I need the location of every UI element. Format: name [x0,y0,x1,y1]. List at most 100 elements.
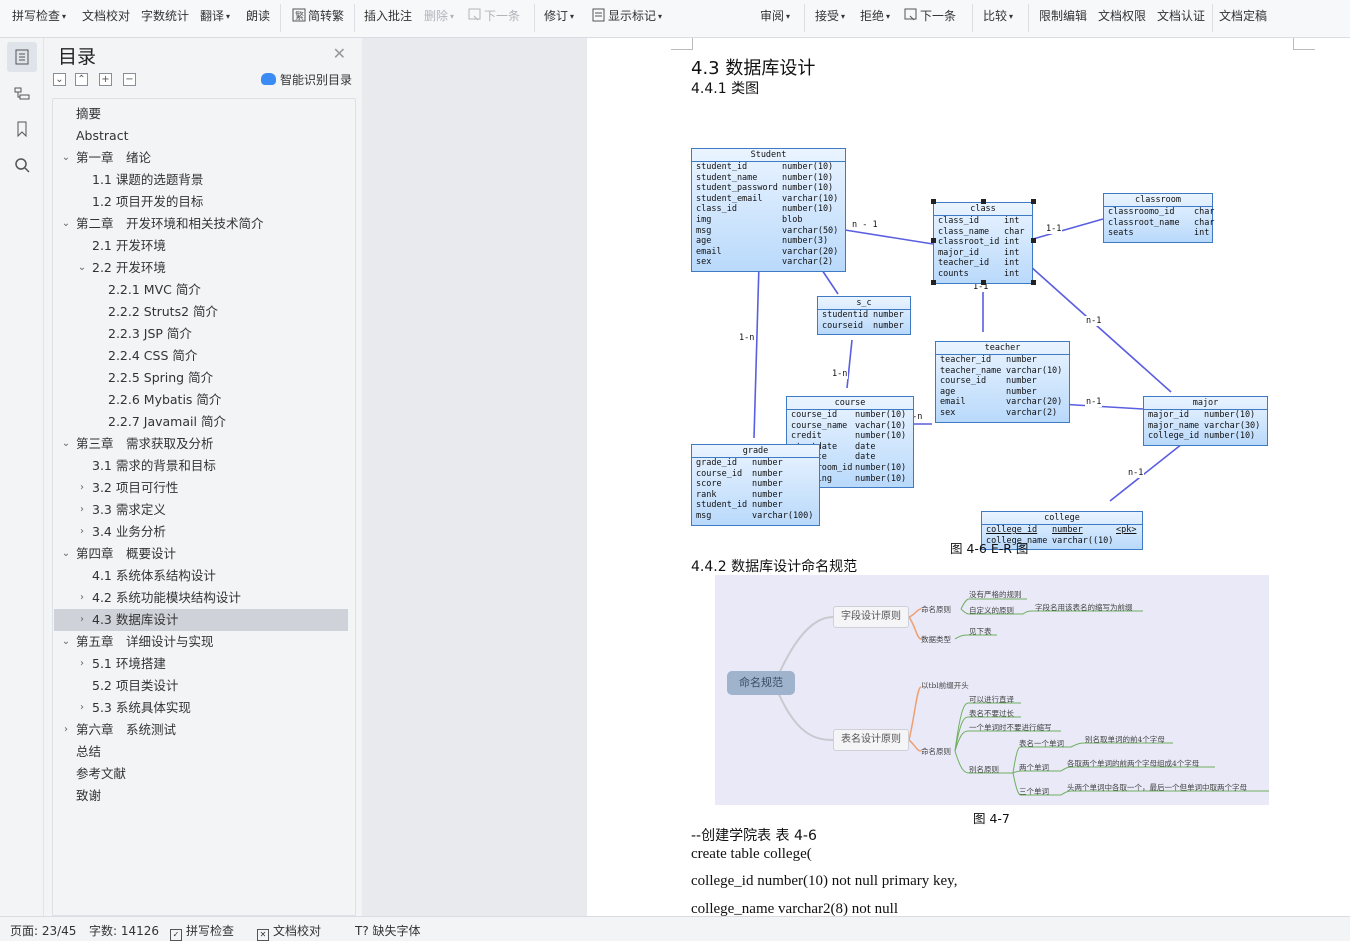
toc-item[interactable]: 2.2.5 Spring 简介 [54,367,348,389]
chevron-down-icon[interactable]: ⌄ [61,152,71,163]
selection-handle[interactable] [981,280,986,285]
reject-button[interactable]: 拒绝 [860,6,890,26]
chevron-down-icon[interactable]: ⌄ [61,438,71,449]
toc-item[interactable]: ›4.3 数据库设计 [54,609,348,631]
toc-item[interactable]: ›3.2 项目可行性 [54,477,348,499]
word-count[interactable]: 字数: 14126 [89,924,160,938]
toc-item[interactable]: ›4.2 系统功能模块结构设计 [54,587,348,609]
compare-button[interactable]: 比较 [983,6,1013,26]
collapse-all-icon[interactable]: ⌄ [53,73,66,86]
toc-panel-icon[interactable] [7,42,37,72]
toc-item[interactable]: 2.2.4 CSS 简介 [54,345,348,367]
toc-item[interactable]: ›第六章 系统测试 [54,719,348,741]
chevron-down-icon[interactable]: ⌄ [61,548,71,559]
review-button[interactable]: 审阅 [760,6,790,26]
toc-item[interactable]: 3.1 需求的背景和目标 [54,455,348,477]
toc-item[interactable]: 2.2.6 Mybatis 简介 [54,389,348,411]
selection-handle[interactable] [931,280,936,285]
chevron-down-icon[interactable]: ⌄ [61,636,71,647]
translate-button[interactable]: 翻译 [200,6,230,26]
field-type: number [1006,386,1037,397]
page-indicator[interactable]: 页面: 23/45 [10,924,77,938]
toc-item[interactable]: ⌄2.2 开发环境 [54,257,348,279]
figure-caption: 图 4-6 E-R 图 [950,541,1029,556]
toc-item[interactable]: ›3.3 需求定义 [54,499,348,521]
chevron-down-icon[interactable]: ⌄ [77,262,87,273]
doc-certify-button[interactable]: 文档认证 [1157,9,1206,23]
chevron-right-icon[interactable]: › [80,592,84,603]
toc-item[interactable]: 2.2.1 MVC 简介 [54,279,348,301]
toc-item[interactable]: Abstract [54,125,348,147]
toc-item[interactable]: ›3.4 业务分析 [54,521,348,543]
toc-item[interactable]: ›5.3 系统具体实现 [54,697,348,719]
toc-item[interactable]: 1.1 课题的选题背景 [54,169,348,191]
accept-button[interactable]: 接受 [815,6,845,26]
chevron-right-icon[interactable]: › [80,526,84,537]
proofread-button[interactable]: 文档校对 [82,9,131,23]
word-count-button[interactable]: 字数统计 [141,9,190,23]
toc-item[interactable]: 5.2 项目类设计 [54,675,348,697]
doc-permission-button[interactable]: 文档权限 [1098,9,1147,23]
toc-item[interactable]: 2.2.2 Struts2 简介 [54,301,348,323]
toc-item[interactable]: 致谢 [54,785,348,807]
selection-handle[interactable] [981,199,986,204]
close-icon[interactable]: ✕ [332,44,346,63]
delete-comment-button[interactable]: 删除 [424,6,454,26]
toc-item[interactable]: ⌄第五章 详细设计与实现 [54,631,348,653]
add-heading-icon[interactable]: + [99,73,112,86]
insert-comment-button[interactable]: 插入批注 [364,9,413,23]
toc-item[interactable]: ⌄第一章 绪论 [54,147,348,169]
toc-item[interactable]: 2.2.7 Javamail 简介 [54,411,348,433]
read-aloud-button[interactable]: 朗读 [246,9,271,23]
toc-item[interactable]: ⌄第二章 开发环境和相关技术简介 [54,213,348,235]
chapter-nav-icon[interactable] [7,78,37,108]
toc-item[interactable]: ⌄第三章 需求获取及分析 [54,433,348,455]
remove-heading-icon[interactable]: − [123,73,136,86]
chevron-right-icon[interactable]: › [80,504,84,515]
toc-item[interactable]: 2.1 开发环境 [54,235,348,257]
restrict-editing-button[interactable]: 限制编辑 [1039,9,1088,23]
selection-handle[interactable] [931,238,936,243]
doc-finalize-button[interactable]: 文档定稿 [1219,9,1268,23]
chevron-right-icon[interactable]: › [80,482,84,493]
toc-item[interactable]: 1.2 项目开发的目标 [54,191,348,213]
toc-item[interactable]: ›5.1 环境搭建 [54,653,348,675]
chevron-right-icon[interactable]: › [64,724,68,735]
selection-handle[interactable] [931,199,936,204]
spell-check-status[interactable]: ✓拼写检查 [170,922,234,941]
smart-toc-button[interactable]: 智能识别目录 [260,71,352,88]
toc-item[interactable]: 总结 [54,741,348,763]
chevron-right-icon[interactable]: › [80,702,84,713]
next-change-button[interactable]: 下一条 [904,6,956,26]
selection-handle[interactable] [1031,199,1036,204]
selection-handle[interactable] [1031,238,1036,243]
toc-item[interactable]: 4.1 系统体系结构设计 [54,565,348,587]
selection-handle[interactable] [1031,280,1036,285]
toc-item[interactable]: ⌄第四章 概要设计 [54,543,348,565]
search-icon[interactable] [7,150,37,180]
toc-item[interactable]: 摘要 [54,103,348,125]
document-page[interactable]: 4.3 数据库设计 4.4.1 类图 n - 1 1-1 1-1 n-1 1-n… [587,38,1350,916]
chevron-down-icon[interactable]: ⌄ [61,218,71,229]
toc-item[interactable]: 2.2.3 JSP 简介 [54,323,348,345]
show-markup-button[interactable]: 显示标记 [592,6,662,26]
proofread-status[interactable]: ✕文档校对 [257,922,321,941]
track-changes-button[interactable]: 修订 [544,6,574,26]
next-comment-button[interactable]: 下一条 [468,6,520,26]
bookmark-icon[interactable] [7,114,37,144]
chevron-right-icon[interactable]: › [80,614,84,625]
chevron-right-icon[interactable]: › [80,658,84,669]
simp-to-trad-button[interactable]: 繁简转繁 [292,6,344,26]
missing-font-status[interactable]: T? 缺失字体 [355,922,421,939]
spell-check-button[interactable]: 拼写检查 [12,6,66,26]
toc-item[interactable]: 参考文献 [54,763,348,785]
expand-up-icon[interactable]: ⌃ [75,73,88,86]
